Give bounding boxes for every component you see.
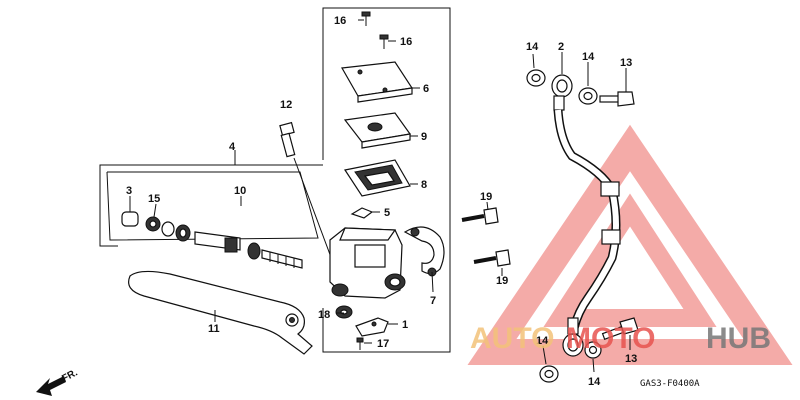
hose-eye-bottom	[562, 317, 584, 357]
callout-14-bottom-left: 14	[536, 335, 549, 347]
diaphragm	[344, 159, 418, 197]
screw-17	[356, 337, 364, 350]
callout-9: 9	[421, 131, 427, 143]
callout-16-top: 16	[334, 15, 346, 27]
callout-10: 10	[234, 185, 246, 197]
bolt-12	[279, 121, 339, 277]
holder	[403, 226, 445, 277]
callout-5: 5	[384, 207, 390, 219]
callout-13-bottom: 13	[625, 353, 637, 365]
callout-4: 4	[229, 141, 236, 153]
watermark-auto: AUTO	[470, 322, 554, 355]
diaphragm-plate	[343, 112, 418, 149]
switch	[355, 317, 389, 337]
callout-8: 8	[421, 179, 427, 191]
brake-lever	[128, 270, 313, 355]
callout-2: 2	[558, 41, 564, 53]
leader-lines	[129, 19, 631, 373]
screw-16-top	[361, 11, 371, 26]
callout-1: 1	[402, 319, 408, 331]
watermark-text: AUTO MOTO HUB	[470, 322, 771, 355]
front-arrow-label: FR.	[60, 367, 80, 384]
drawing-code: GAS3-F0400A	[640, 379, 700, 389]
callout-13-top: 13	[620, 57, 632, 69]
callout-14-top-right: 14	[582, 51, 595, 63]
callout-19-upper: 19	[480, 191, 492, 203]
bolt-19-upper	[461, 207, 499, 225]
washer-14-top-right	[578, 87, 598, 105]
callout-18: 18	[318, 309, 330, 321]
callout-15: 15	[148, 193, 160, 205]
callout-12: 12	[280, 99, 292, 111]
callout-11: 11	[208, 323, 220, 335]
callout-17: 17	[377, 338, 389, 350]
bolt-19-lower	[473, 249, 511, 267]
hose-eye-top	[551, 74, 573, 111]
banjo-bolt-13-bottom	[601, 317, 639, 341]
watermark-moto: MOTO	[566, 322, 655, 355]
screw-16-second	[379, 34, 389, 49]
callout-19-lower: 19	[496, 275, 508, 287]
callout-3: 3	[126, 185, 132, 197]
assembly-frame	[99, 7, 451, 353]
reservoir-cap	[341, 61, 420, 103]
front-arrow: FR.	[36, 367, 80, 396]
banjo-bolt-13-top	[599, 91, 635, 107]
callout-16-second: 16	[400, 36, 412, 48]
brake-hose	[553, 109, 621, 330]
pivot-nut	[335, 305, 353, 319]
washer-14-bottom-left	[539, 365, 559, 383]
watermark-logo	[467, 124, 793, 365]
piston-set	[121, 211, 303, 269]
washer-14-bottom-right	[584, 341, 602, 359]
callout-labels: 16 16 6 9 8 5 12 4 3 15 10 7 11 18 1 17 …	[126, 15, 637, 388]
watermark-hub: HUB	[706, 322, 771, 355]
callout-6: 6	[423, 83, 429, 95]
washer-14-top-left	[526, 69, 546, 87]
master-cylinder-body	[329, 227, 406, 299]
callout-7: 7	[430, 295, 436, 307]
callout-14-bottom-right: 14	[588, 376, 601, 388]
clip	[350, 207, 380, 219]
callout-14-top-left: 14	[526, 41, 539, 53]
